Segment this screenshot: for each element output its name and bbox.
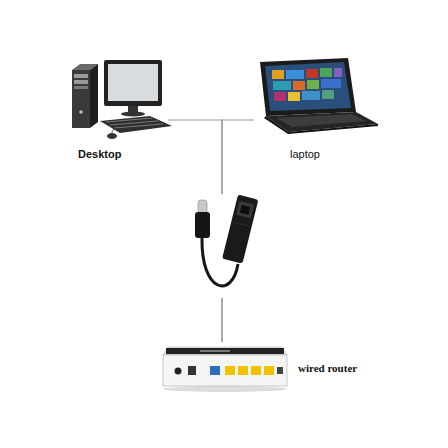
device-node: Desktop (68, 58, 168, 161)
wired-router (163, 347, 287, 392)
connector-line (168, 120, 222, 342)
device-node: laptop (254, 58, 378, 161)
device-label: wired router (298, 362, 357, 375)
device-label: laptop (290, 148, 320, 161)
laptop-computer (260, 58, 378, 134)
device-node: wired router (163, 342, 364, 390)
device-label: Desktop (78, 148, 121, 161)
desktop-computer (72, 60, 172, 139)
